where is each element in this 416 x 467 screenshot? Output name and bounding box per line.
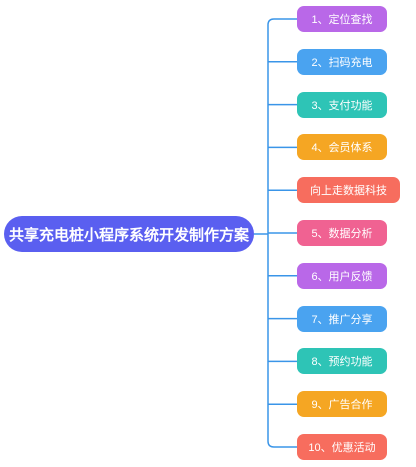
branch-node-8[interactable]: 8、预约功能 [297, 348, 387, 375]
branch-node-4[interactable]: 4、会员体系 [297, 134, 387, 161]
branch-node-7[interactable]: 7、推广分享 [297, 305, 387, 332]
branch-node-6[interactable]: 6、用户反馈 [297, 262, 387, 289]
branch-node-1[interactable]: 1、定位查找 [297, 6, 387, 32]
branch-node-9[interactable]: 9、广告合作 [297, 391, 387, 418]
branch-node-10[interactable]: 10、优惠活动 [297, 434, 387, 460]
central-topic[interactable]: 共享充电桩小程序系统开发制作方案 [4, 216, 254, 252]
branch-node-3[interactable]: 3、支付功能 [297, 91, 387, 118]
branch-node-company[interactable]: 向上走数据科技 [297, 177, 400, 204]
branch-node-2[interactable]: 2、扫码充电 [297, 48, 387, 75]
branch-node-5[interactable]: 5、数据分析 [297, 220, 387, 246]
